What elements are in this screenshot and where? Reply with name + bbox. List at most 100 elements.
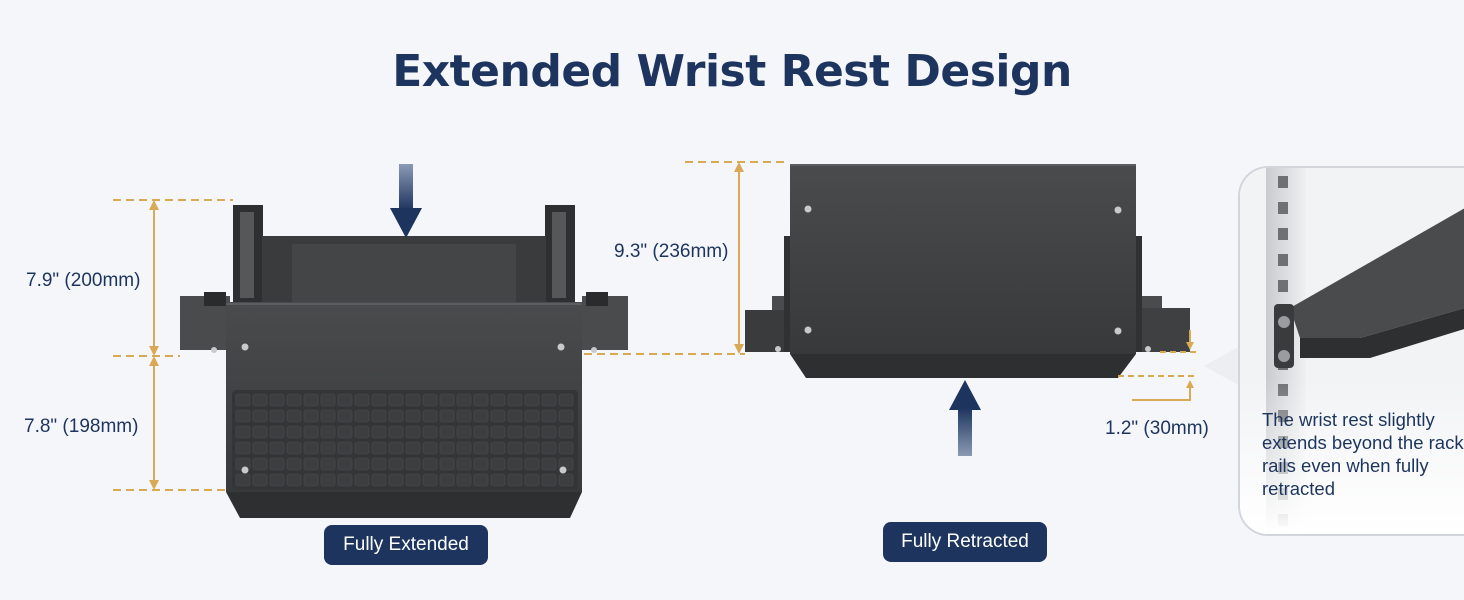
keyboard-key (286, 473, 302, 487)
keyboard-key (337, 457, 353, 471)
keyboard-key (473, 473, 489, 487)
keyboard-key (320, 425, 336, 439)
keyboard-key (388, 441, 404, 455)
keyboard-key (303, 409, 319, 423)
keyboard-key (473, 457, 489, 471)
keyboard-key (558, 425, 574, 439)
keyboard-key (558, 409, 574, 423)
keyboard-key (269, 441, 285, 455)
keyboard-key (235, 409, 251, 423)
page-title: Extended Wrist Rest Design (392, 46, 1072, 97)
keyboard-key (269, 393, 285, 407)
keyboard-key (456, 473, 472, 487)
keyboard-key (371, 441, 387, 455)
fully-extended-caption: Fully Extended (324, 525, 488, 565)
keyboard-key (439, 441, 455, 455)
keyboard-key (235, 473, 251, 487)
detail-callout: The wrist rest slightly extends beyond t… (1238, 166, 1464, 536)
keyboard-key (252, 425, 268, 439)
keyboard-key (388, 457, 404, 471)
rail-slot (1278, 202, 1288, 214)
extended-lower-depth-label: 7.8" (198mm) (24, 416, 139, 437)
keyboard-key (252, 473, 268, 487)
keyboard-key (354, 393, 370, 407)
keyboard-key (541, 409, 557, 423)
keyboard-key (286, 441, 302, 455)
keyboard-key (490, 425, 506, 439)
callout-text: The wrist rest slightly extends beyond t… (1262, 409, 1464, 499)
keyboard-key (286, 457, 302, 471)
keyboard-key (354, 425, 370, 439)
keyboard-key (354, 409, 370, 423)
keyboard-key (235, 441, 251, 455)
keyboard-key (524, 393, 540, 407)
keyboard-key (405, 425, 421, 439)
keyboard-key (456, 425, 472, 439)
keyboard-key (473, 425, 489, 439)
keyboard-key (371, 473, 387, 487)
keyboard-key (422, 425, 438, 439)
keyboard-key (269, 409, 285, 423)
keyboard-key (320, 473, 336, 487)
extended-upper-depth-label: 7.9" (200mm) (26, 270, 141, 291)
rail-slot (1278, 176, 1288, 188)
keyboard-key (524, 441, 540, 455)
keyboard-key (303, 425, 319, 439)
keyboard-key (320, 441, 336, 455)
keyboard-key (269, 473, 285, 487)
keyboard-key (524, 425, 540, 439)
push-up-arrow-icon (949, 380, 981, 456)
keyboard-key (473, 393, 489, 407)
keyboard-key (439, 425, 455, 439)
keyboard-key (507, 457, 523, 471)
keyboard-key (507, 425, 523, 439)
keyboard-key (371, 409, 387, 423)
keyboard-key (524, 409, 540, 423)
retracted-depth-label: 9.3" (236mm) (614, 241, 729, 262)
keyboard-key (388, 473, 404, 487)
keyboard-key (524, 457, 540, 471)
keyboard-key (337, 425, 353, 439)
keyboard-key (541, 425, 557, 439)
keyboard-key (388, 425, 404, 439)
keyboard-key (252, 457, 268, 471)
rack-rail-detail-image (1240, 168, 1464, 534)
keyboard-key (490, 473, 506, 487)
keyboard-key (473, 441, 489, 455)
keyboard-key (439, 473, 455, 487)
keyboard-key (456, 457, 472, 471)
rail-slot (1278, 228, 1288, 240)
keyboard-key (303, 441, 319, 455)
rail-slot (1278, 254, 1288, 266)
keyboard-key (507, 409, 523, 423)
keyboard-keys (235, 393, 574, 487)
fully-retracted-caption: Fully Retracted (883, 522, 1047, 562)
keyboard-key (388, 393, 404, 407)
extended-dimension-lines (113, 199, 233, 491)
keyboard-key (286, 409, 302, 423)
keyboard-key (422, 441, 438, 455)
keyboard-key (439, 457, 455, 471)
keyboard-key (252, 393, 268, 407)
keyboard-key (456, 441, 472, 455)
keyboard-key (422, 409, 438, 423)
keyboard-key (541, 457, 557, 471)
push-down-arrow-icon (390, 164, 422, 238)
callout-pointer (1204, 346, 1240, 386)
keyboard-key (354, 473, 370, 487)
keyboard-key (252, 441, 268, 455)
keyboard-key (252, 409, 268, 423)
keyboard-key (507, 473, 523, 487)
keyboard-key (541, 441, 557, 455)
keyboard-key (286, 393, 302, 407)
keyboard-key (490, 393, 506, 407)
keyboard-key (337, 441, 353, 455)
keyboard-key (507, 441, 523, 455)
keyboard-key (490, 441, 506, 455)
keyboard-key (371, 425, 387, 439)
keyboard-key (303, 457, 319, 471)
keyboard-key (286, 425, 302, 439)
keyboard-key (269, 425, 285, 439)
retracted-dimension-lines (685, 161, 1200, 401)
